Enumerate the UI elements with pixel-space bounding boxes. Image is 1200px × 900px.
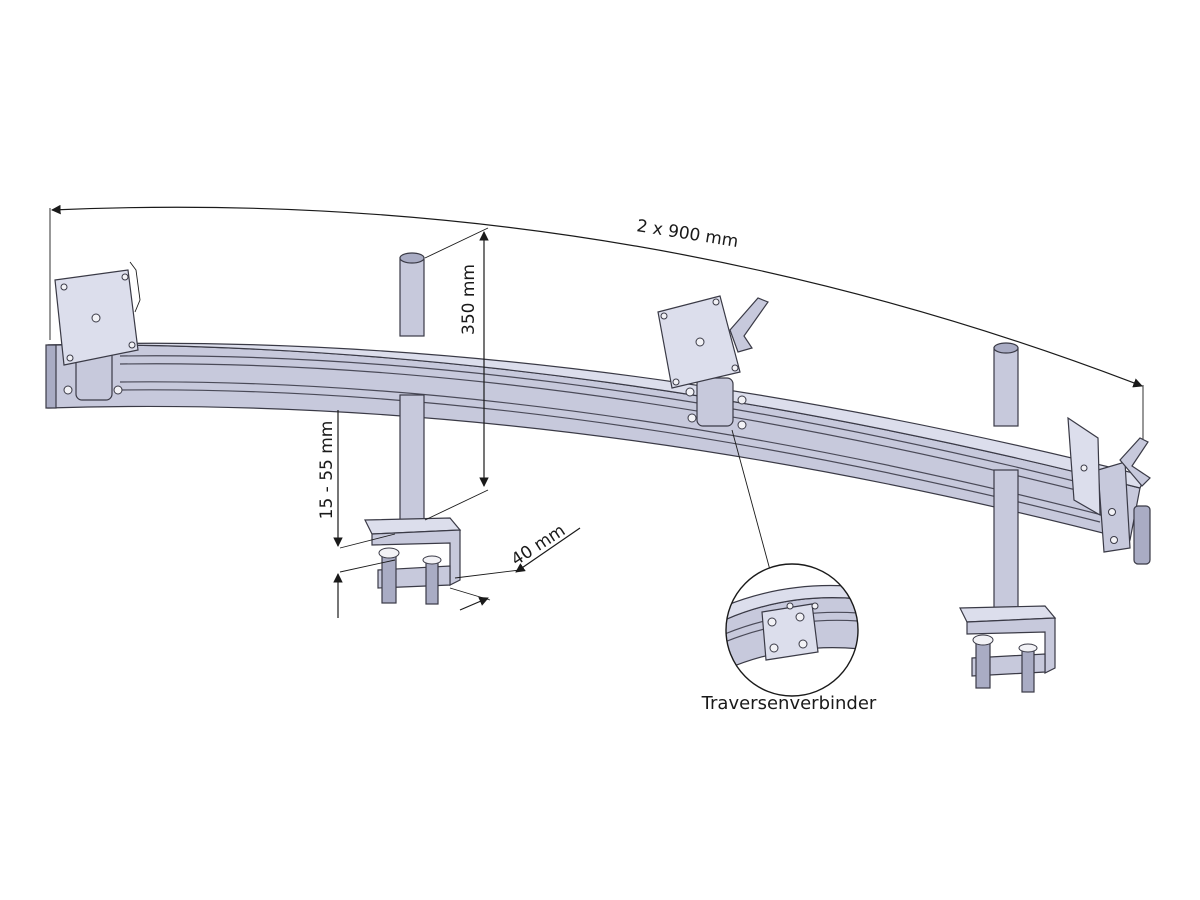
height-dimension-label: 350 mm	[459, 264, 479, 335]
connector-label: Traversenverbinder	[701, 693, 877, 714]
vesa-plate-left	[54, 261, 141, 401]
crossbar	[45, 342, 1146, 541]
callout-leader-line	[731, 429, 771, 571]
width-dimension-label: 2 x 900 mm	[635, 216, 740, 252]
pole-left	[399, 252, 425, 521]
clamp-range-dimension: 15 - 55 mm	[317, 410, 396, 618]
desk-clamp-right	[959, 605, 1057, 693]
desk-clamp-left	[364, 517, 462, 605]
height-dimension: 350 mm	[424, 227, 489, 521]
width-dimension-arc	[51, 204, 1143, 388]
clamp-depth-dimension: 40 mm	[449, 521, 581, 611]
clamp-depth-label: 40 mm	[508, 521, 569, 571]
pole-right	[993, 342, 1019, 611]
detail-circle	[725, 563, 859, 697]
vesa-plate-right	[1067, 416, 1151, 565]
clamp-range-label: 15 - 55 mm	[317, 421, 337, 520]
vesa-plate-middle	[657, 295, 769, 430]
connector-detail: Traversenverbinder	[701, 429, 877, 714]
